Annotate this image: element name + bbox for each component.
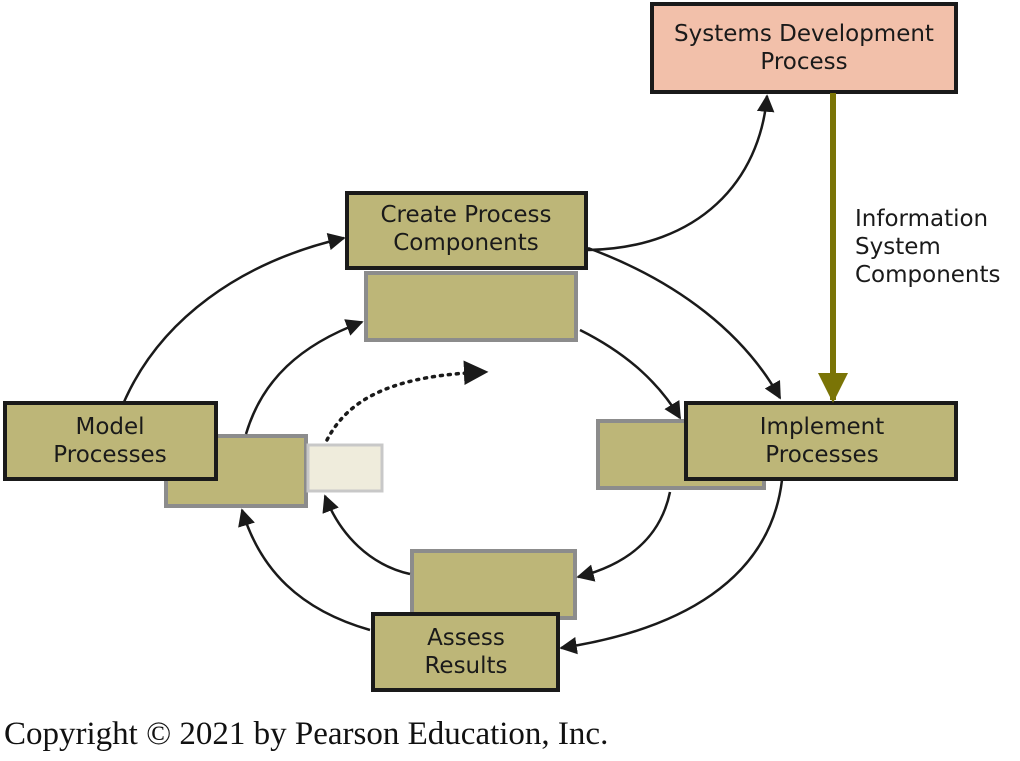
create-process-label-1: Create Process (381, 202, 552, 228)
assess-results-box (371, 612, 560, 692)
inner-box-pale (306, 443, 384, 493)
model-processes-label-1: Model (75, 414, 144, 440)
arrow-inner-create-to-implement (579, 328, 682, 420)
implement-processes-box (684, 401, 958, 481)
copyright-notice: Copyright © 2021 by Pearson Education, I… (4, 716, 609, 752)
arrow-inner-assess-to-pale (322, 494, 411, 576)
implement-processes-label-2: Processes (765, 442, 878, 468)
create-process-label-2: Components (393, 230, 539, 256)
systems-development-label-2: Process (760, 49, 847, 75)
arrow-assess-to-model (238, 508, 371, 632)
arrow-inner-model-to-create (244, 319, 364, 435)
systems-development-label-1: Systems Development (674, 21, 934, 47)
edge-label-line-3: Components (855, 262, 1001, 288)
create-process-components-box (345, 191, 588, 270)
model-processes-box (3, 401, 218, 481)
arrow-implement-to-assess (559, 479, 784, 655)
assess-results-label-1: Assess (427, 625, 505, 651)
model-processes-label-2: Processes (53, 442, 166, 468)
arrow-inner-implement-to-assess (576, 491, 672, 582)
assess-results-label-2: Results (424, 653, 507, 679)
systems-development-box (650, 2, 958, 94)
dotted-arrow (325, 360, 489, 442)
edge-label-line-1: Information (855, 206, 988, 232)
edge-label-line-2: System (855, 234, 941, 260)
implement-processes-label-1: Implement (760, 414, 884, 440)
inner-box-assess (410, 549, 577, 620)
arrow-create-to-systems-development (587, 94, 775, 252)
inner-box-create (364, 271, 578, 342)
arrow-model-to-create (122, 233, 346, 403)
arrow-create-to-implement (587, 246, 782, 400)
